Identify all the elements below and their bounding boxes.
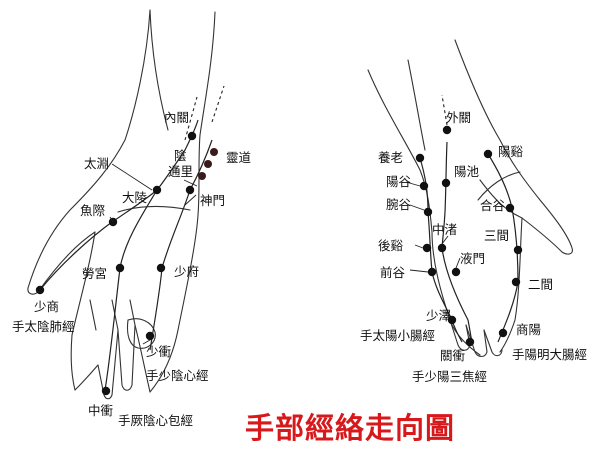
wangu-label: 腕谷 bbox=[386, 197, 412, 212]
waiguan-point bbox=[442, 125, 452, 135]
shenmen-point bbox=[185, 185, 195, 195]
shangyang-point bbox=[498, 328, 508, 338]
heart-dashed-line bbox=[211, 85, 225, 123]
shaofu-point bbox=[156, 263, 166, 273]
yangchi-label: 陽池 bbox=[454, 164, 480, 179]
shaoze-point bbox=[447, 315, 457, 325]
sanjiao-meridian-label: 手少陽三焦經 bbox=[412, 369, 487, 384]
zhongchong-label: 中衝 bbox=[88, 403, 114, 418]
right-hand-leaders bbox=[405, 181, 461, 273]
taiyuan-label: 太淵 bbox=[84, 156, 109, 171]
right-hand-labels: 外關 養老 陽谷 腕谷 陽池 陽谿 合谷 中渚 三間 後谿 液門 前谷 二間 少… bbox=[360, 110, 587, 384]
shaoze-label: 少澤 bbox=[426, 308, 451, 323]
yin-point bbox=[198, 172, 206, 180]
heart-meridian-label: 手少陰心經 bbox=[146, 368, 209, 383]
shaofu-label: 少府 bbox=[174, 264, 199, 279]
guanchong-point bbox=[465, 337, 475, 347]
zhongzhu-label: 中渚 bbox=[432, 222, 457, 237]
yangchi-point bbox=[441, 178, 451, 188]
qiangu-label: 前谷 bbox=[380, 265, 406, 280]
right-hand-points bbox=[415, 125, 523, 347]
pericardium-meridian-label: 手厥陰心包經 bbox=[118, 413, 193, 428]
shenmen-label: 神門 bbox=[200, 193, 225, 208]
yangxi-point bbox=[483, 149, 493, 159]
shaoshang-point bbox=[35, 285, 45, 295]
yanglao-point bbox=[415, 153, 425, 163]
zhongzhu-point bbox=[437, 243, 447, 253]
waiguan-dashed-line bbox=[441, 94, 448, 126]
neiguan-dashed-line bbox=[184, 96, 198, 141]
yanggu-label: 陽谷 bbox=[386, 174, 412, 189]
erjian-point bbox=[511, 277, 521, 287]
sanjian-point bbox=[513, 245, 523, 255]
shaochong-label: 少衝 bbox=[146, 344, 172, 359]
hegu-point bbox=[505, 203, 515, 213]
shangyang-label: 商陽 bbox=[516, 322, 541, 337]
right-hand-meridians bbox=[419, 94, 519, 343]
large-intestine-meridian-line bbox=[487, 153, 519, 343]
left-hand-labels: 內關 陰 通里 靈道 太淵 大陵 神門 魚際 勞宮 少府 少商 手太陰肺經 少衝… bbox=[12, 110, 252, 428]
daling-label: 大陵 bbox=[122, 190, 148, 205]
houxi-point bbox=[422, 243, 432, 253]
sanjian-label: 三間 bbox=[484, 228, 509, 243]
waiguan-label: 外關 bbox=[446, 110, 471, 125]
houxi-label: 後谿 bbox=[378, 238, 404, 253]
yangxi-label: 陽谿 bbox=[498, 144, 524, 159]
shaoshang-label: 少商 bbox=[34, 299, 59, 314]
left-hand-points bbox=[35, 131, 218, 396]
lung-meridian-label: 手太陰肺經 bbox=[12, 319, 75, 334]
tongli-label: 通里 bbox=[168, 164, 193, 179]
diagram-title: 手部經絡走向圖 bbox=[245, 411, 455, 445]
left-hand-outline bbox=[27, 9, 216, 400]
yemen-label: 液門 bbox=[460, 251, 485, 266]
right-hand-outline bbox=[367, 39, 573, 358]
yanggu-point bbox=[419, 181, 429, 191]
hegu-label: 合谷 bbox=[480, 198, 506, 213]
neiguan-point bbox=[187, 131, 197, 141]
laogong-label: 勞宮 bbox=[82, 266, 107, 281]
tongli-point bbox=[204, 160, 212, 168]
yuji-label: 魚際 bbox=[80, 203, 106, 218]
wangu-point bbox=[423, 207, 433, 217]
left-hand-leaders bbox=[109, 163, 198, 345]
yin-label: 陰 bbox=[174, 148, 187, 163]
shaochong-point bbox=[145, 331, 155, 341]
yemen-point bbox=[451, 267, 461, 277]
large-intestine-meridian-label: 手陽明大腸經 bbox=[512, 347, 587, 362]
neiguan-label: 內關 bbox=[164, 110, 189, 125]
erjian-label: 二間 bbox=[528, 277, 553, 292]
daling-point bbox=[152, 185, 162, 195]
yanglao-label: 養老 bbox=[378, 150, 403, 165]
lingdao-point bbox=[210, 148, 218, 156]
zhongchong-point bbox=[101, 386, 111, 396]
small-intestine-meridian-label: 手太陽小腸經 bbox=[360, 328, 435, 343]
lingdao-label: 靈道 bbox=[226, 150, 252, 165]
guanchong-label: 關衝 bbox=[440, 348, 466, 363]
qiangu-point bbox=[427, 267, 437, 277]
laogong-point bbox=[115, 263, 125, 273]
